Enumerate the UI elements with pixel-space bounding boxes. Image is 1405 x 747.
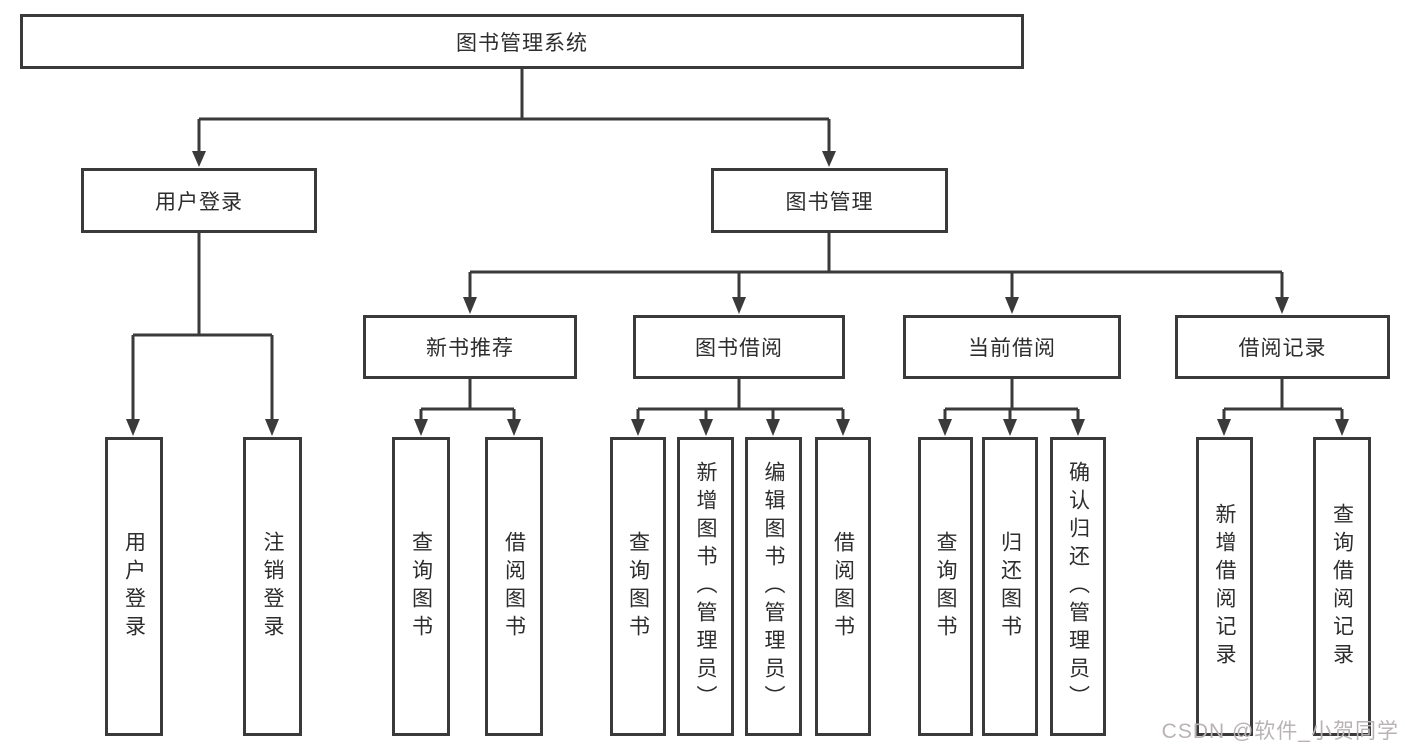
leaf-logout: 注销登录 xyxy=(243,437,302,736)
leaf-label: 查询借阅记录 xyxy=(1330,502,1354,671)
arrowhead xyxy=(1217,419,1231,436)
arrowhead xyxy=(1275,297,1289,314)
arrowhead xyxy=(1071,419,1085,436)
connector-root-to-level2 xyxy=(197,68,831,152)
leaf-label: 新增图书（管理员） xyxy=(694,460,717,713)
csdn-watermark: CSDN @软件_小贺同学 xyxy=(1161,720,1399,743)
connector-user-login-to-leaves xyxy=(131,233,274,420)
arrowhead xyxy=(631,419,645,436)
node-book-borrow: 图书借阅 xyxy=(633,315,845,379)
arrowhead xyxy=(126,419,140,436)
arrowhead xyxy=(938,419,952,436)
leaf-label: 查询图书 xyxy=(626,530,650,643)
leaf-label: 归还图书 xyxy=(998,530,1022,643)
leaf-label: 查询图书 xyxy=(409,530,433,643)
leaf-user-login: 用户登录 xyxy=(105,437,163,736)
leaf-query-book-2: 查询图书 xyxy=(610,437,666,736)
arrowhead xyxy=(766,419,780,436)
connector-book-borrow-to-leaves xyxy=(636,379,845,420)
arrowhead xyxy=(836,419,850,436)
arrowhead xyxy=(192,151,206,167)
arrowhead xyxy=(732,297,746,314)
connector-new-book-to-leaves xyxy=(419,379,516,420)
leaf-query-borrow-record: 查询借阅记录 xyxy=(1313,437,1371,736)
connector-paths xyxy=(131,68,1344,420)
node-user-login: 用户登录 xyxy=(81,168,317,233)
leaf-label: 借阅图书 xyxy=(831,530,855,643)
arrowhead xyxy=(1003,419,1017,436)
arrowhead xyxy=(822,151,836,167)
leaf-borrow-book-2: 借阅图书 xyxy=(815,437,871,736)
node-book-management: 图书管理 xyxy=(711,168,948,233)
leaf-label: 编辑图书（管理员） xyxy=(762,460,785,713)
leaf-query-book-3: 查询图书 xyxy=(918,437,973,736)
connector-book-mgmt-to-level3 xyxy=(468,233,1284,299)
leaf-query-book-1: 查询图书 xyxy=(392,437,450,736)
leaf-label: 确认归还（管理员） xyxy=(1066,460,1090,713)
connector-borrow-record-to-leaves xyxy=(1222,379,1344,420)
leaf-add-borrow-record: 新增借阅记录 xyxy=(1196,437,1253,736)
leaf-edit-book-admin: 编辑图书（管理员） xyxy=(745,437,802,736)
leaf-add-book-admin: 新增图书（管理员） xyxy=(677,437,734,736)
arrowhead xyxy=(463,297,477,314)
leaf-borrow-book-1: 借阅图书 xyxy=(485,437,543,736)
node-current-borrow: 当前借阅 xyxy=(903,315,1121,379)
connector-current-borrow-to-leaves xyxy=(943,379,1080,420)
arrowhead xyxy=(1005,297,1019,314)
arrowhead xyxy=(507,419,521,436)
node-borrow-record: 借阅记录 xyxy=(1175,315,1390,379)
node-new-book-recommend: 新书推荐 xyxy=(363,315,577,379)
arrowheads xyxy=(126,151,1349,436)
leaf-label: 新增借阅记录 xyxy=(1213,502,1236,671)
leaf-label: 注销登录 xyxy=(261,530,284,643)
leaf-label: 借阅图书 xyxy=(502,530,526,643)
arrowhead xyxy=(699,419,713,436)
node-root-system: 图书管理系统 xyxy=(20,14,1024,69)
leaf-label: 用户登录 xyxy=(122,530,146,643)
arrowhead xyxy=(414,419,428,436)
leaf-return-book: 归还图书 xyxy=(982,437,1038,736)
arrowhead xyxy=(1335,419,1349,436)
arrowhead xyxy=(265,419,279,436)
leaf-label: 查询图书 xyxy=(934,530,957,643)
leaf-confirm-return-admin: 确认归还（管理员） xyxy=(1050,437,1106,736)
